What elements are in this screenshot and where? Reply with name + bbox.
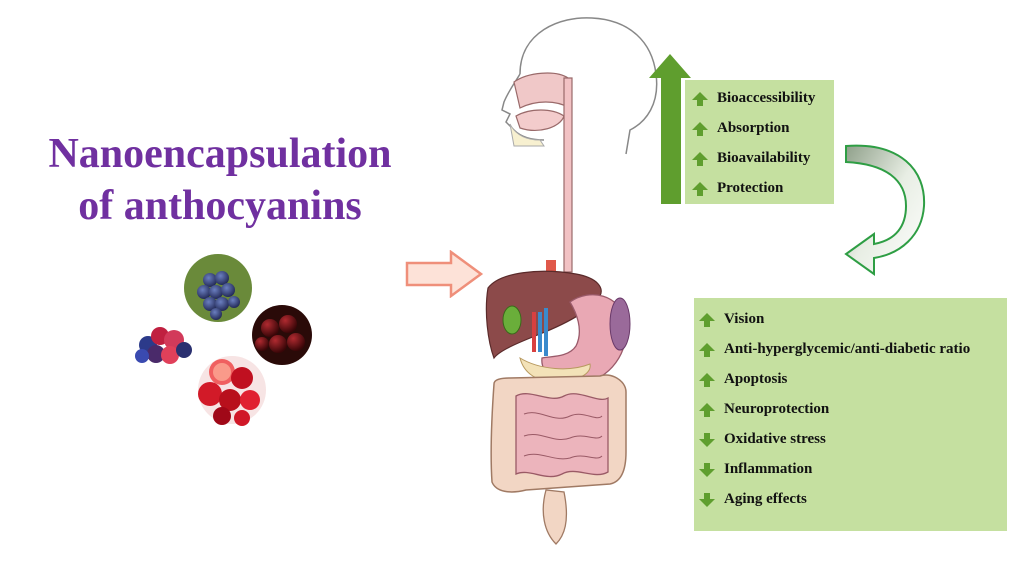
title-line-1: Nanoencapsulation xyxy=(48,131,392,177)
list-item: Protection xyxy=(691,180,783,197)
input-arrow-icon xyxy=(405,250,484,298)
list-item: Anti-hyperglycemic/anti-diabetic ratio xyxy=(698,341,970,358)
fruit-collage xyxy=(135,254,312,426)
list-item: Oxidative stress xyxy=(698,431,826,448)
arrow-down-icon xyxy=(699,462,715,477)
aorta xyxy=(546,260,556,278)
item-label: Oxidative stress xyxy=(724,431,826,447)
arrow-up-icon xyxy=(692,121,708,136)
curved-arrow-icon xyxy=(844,144,926,276)
list-item: Apoptosis xyxy=(698,371,787,388)
nasal-cavity xyxy=(513,72,571,110)
arrow-down-icon xyxy=(699,492,715,507)
list-item: Aging effects xyxy=(698,491,807,508)
esophagus xyxy=(563,77,573,273)
rectum xyxy=(542,489,568,545)
arrow-down-icon xyxy=(699,432,715,447)
head-outline xyxy=(519,17,658,155)
arrow-up-icon xyxy=(699,312,715,327)
arrow-up-icon xyxy=(692,181,708,196)
list-item: Bioavailability xyxy=(691,150,810,167)
item-label: Bioaccessibility xyxy=(717,90,816,106)
list-item: Absorption xyxy=(691,120,790,137)
red-fruits-image xyxy=(198,356,266,426)
arrow-up-icon xyxy=(692,151,708,166)
health-effects-box: Vision Anti-hyperglycemic/anti-diabetic … xyxy=(694,298,1007,531)
arrow-up-icon xyxy=(692,91,708,106)
list-item: Bioaccessibility xyxy=(691,90,815,107)
item-label: Neuroprotection xyxy=(724,401,830,417)
item-label: Inflammation xyxy=(724,461,813,477)
arrow-up-icon xyxy=(699,342,715,357)
grapes-image xyxy=(184,254,252,322)
item-label: Apoptosis xyxy=(724,371,788,387)
list-item: Neuroprotection xyxy=(698,401,829,418)
item-label: Absorption xyxy=(717,120,790,136)
item-label: Vision xyxy=(724,311,765,327)
item-label: Bioavailability xyxy=(717,150,811,166)
mouth xyxy=(515,109,565,131)
arrow-up-icon xyxy=(699,402,715,417)
cherries-image xyxy=(252,305,312,365)
small-intestine xyxy=(515,393,609,478)
digestive-system-illustration xyxy=(485,17,658,545)
diagram-title: Nanoencapsulation of anthocyanins xyxy=(20,128,420,232)
increase-arrow-icon xyxy=(649,54,691,204)
list-item: Inflammation xyxy=(698,461,812,478)
list-item: Vision xyxy=(698,311,764,328)
item-label: Anti-hyperglycemic/anti-diabetic ratio xyxy=(724,341,971,357)
arrow-up-icon xyxy=(699,372,715,387)
absorption-benefits-box: Bioaccessibility Absorption Bioavailabil… xyxy=(685,80,834,204)
gallbladder xyxy=(502,305,522,335)
item-label: Aging effects xyxy=(724,491,807,507)
berries-image xyxy=(135,327,192,364)
spleen xyxy=(609,297,631,351)
title-line-2: of anthocyanins xyxy=(78,183,362,229)
item-label: Protection xyxy=(717,180,784,196)
